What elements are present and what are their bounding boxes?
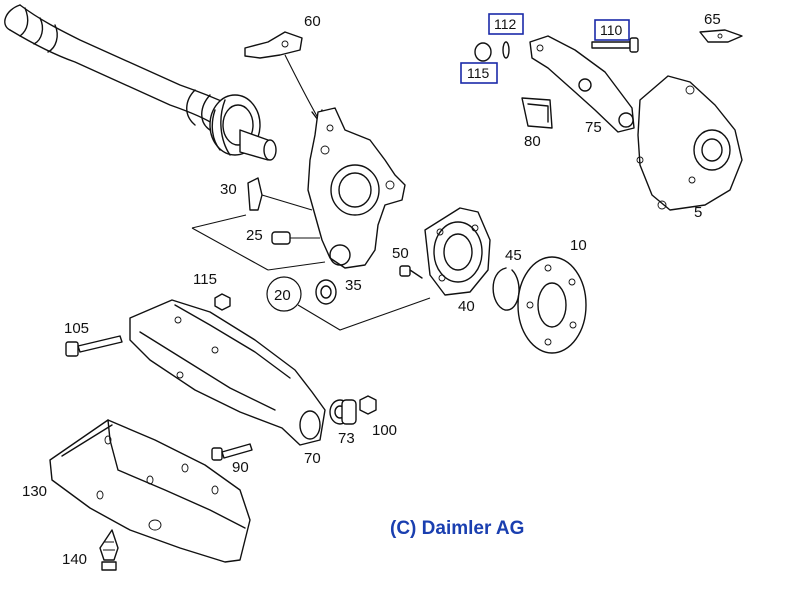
label-130: 130: [22, 483, 47, 500]
box-110: [594, 19, 630, 41]
label-35: 35: [345, 277, 362, 294]
box-115: [460, 62, 498, 84]
part-50-bolt[interactable]: [399, 265, 423, 279]
label-100: 100: [372, 422, 397, 439]
part-140-rivet[interactable]: [99, 529, 119, 571]
label-110: 110: [600, 22, 623, 38]
label-112: 112: [494, 16, 517, 32]
label-70: 70: [304, 450, 321, 467]
drive-shaft[interactable]: [4, 4, 277, 161]
part-30-clip[interactable]: [247, 177, 313, 211]
part-5-knuckle[interactable]: [636, 75, 743, 211]
label-60: 60: [304, 13, 321, 30]
box-112: [488, 13, 524, 35]
part-65-clip[interactable]: [699, 29, 743, 43]
part-90-bolt[interactable]: [211, 443, 253, 461]
part-75-control-arm[interactable]: [529, 35, 635, 133]
circle-20: [266, 276, 302, 312]
label-75: 75: [585, 119, 602, 136]
part-110-bolt[interactable]: [591, 37, 639, 53]
label-80: 80: [524, 133, 541, 150]
label-5: 5: [694, 204, 702, 221]
label-140: 140: [62, 551, 87, 568]
part-35-bushing[interactable]: [315, 279, 337, 305]
part-25-bushing[interactable]: [271, 231, 320, 245]
label-105: 105: [64, 320, 89, 337]
part-45-circlip[interactable]: [492, 267, 520, 311]
label-20: 20: [274, 287, 291, 304]
label-73: 73: [338, 430, 355, 447]
label-115-boxed: 115: [467, 65, 490, 81]
label-50: 50: [392, 245, 409, 262]
part-115-nut[interactable]: [214, 293, 231, 311]
part-130-cover[interactable]: [49, 419, 251, 563]
label-30: 30: [220, 181, 237, 198]
leader-30-25: [191, 214, 326, 271]
label-10: 10: [570, 237, 587, 254]
label-40: 40: [458, 298, 475, 315]
label-90: 90: [232, 459, 249, 476]
label-115: 115: [193, 271, 217, 288]
label-45: 45: [505, 247, 522, 264]
part-10-hub[interactable]: [517, 256, 587, 354]
part-70-lower-arm[interactable]: [129, 299, 326, 446]
copyright-text: (C) Daimler AG: [390, 518, 525, 539]
label-65: 65: [704, 11, 721, 28]
part-80-bracket[interactable]: [521, 97, 553, 129]
label-25: 25: [246, 227, 263, 244]
part-100-nut[interactable]: [359, 395, 377, 415]
bracket-60[interactable]: [244, 31, 323, 121]
part-105-bolt[interactable]: [65, 335, 123, 357]
part-112-nut[interactable]: [474, 41, 510, 62]
wheel-carrier-center[interactable]: [307, 107, 406, 269]
part-73-bushing[interactable]: [329, 399, 357, 425]
part-40-wheel-bearing[interactable]: [424, 207, 491, 296]
leader-20: [297, 297, 431, 331]
